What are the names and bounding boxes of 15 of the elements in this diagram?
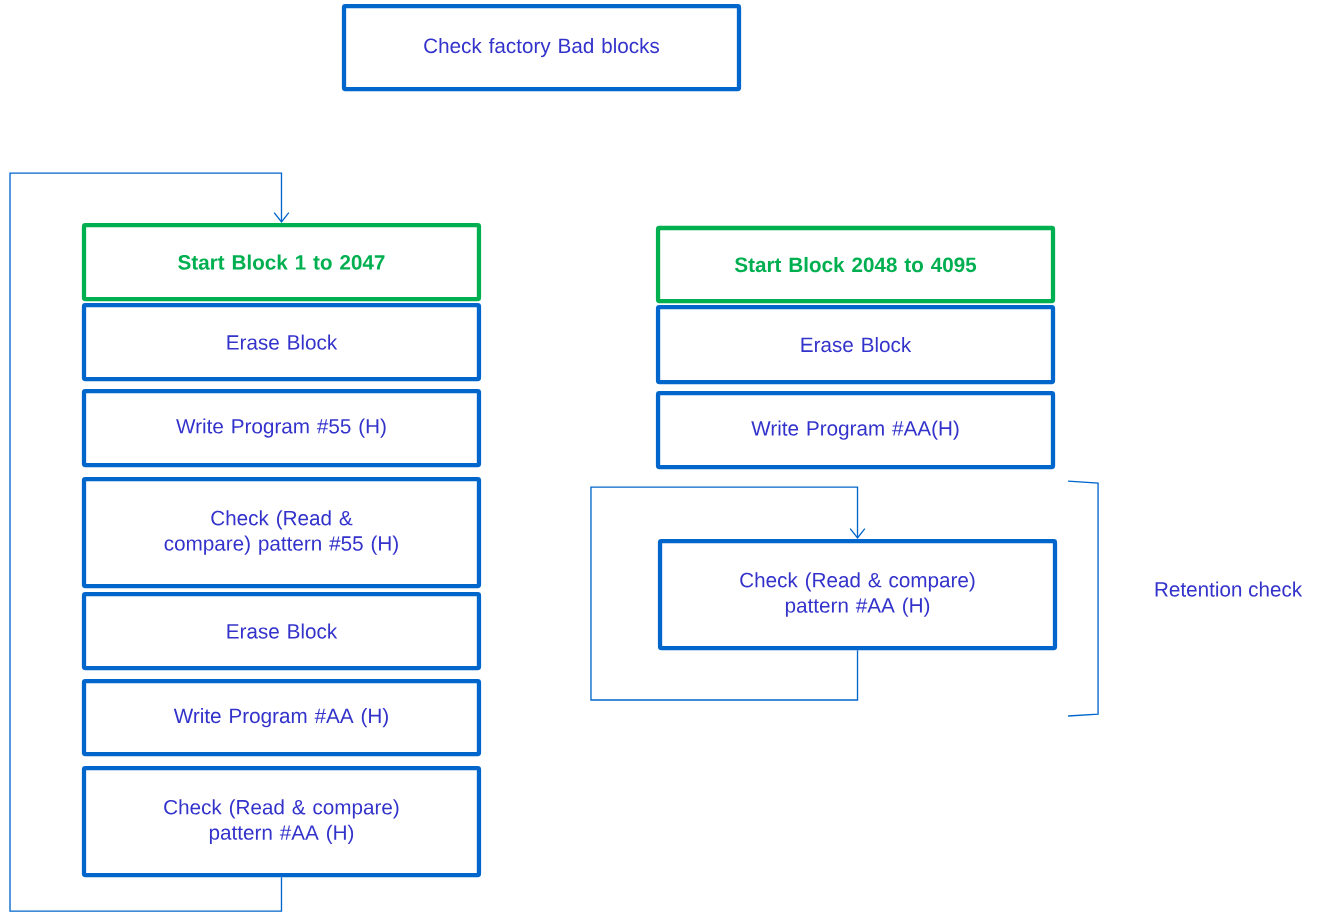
process-box: Erase Block xyxy=(81,591,482,671)
process-box: Write Program #AA (H) xyxy=(81,678,482,757)
process-box: Check (Read & compare) pattern #AA (H) xyxy=(657,538,1058,651)
arrow xyxy=(9,172,290,912)
start-box: Start Block 1 to 2047 xyxy=(81,222,482,302)
start-box: Start Block 2048 to 4095 xyxy=(655,225,1056,304)
process-box: Check (Read & compare) pattern #55 (H) xyxy=(81,476,482,589)
process-box: Erase Block xyxy=(81,302,482,382)
process-box: Write Program #AA(H) xyxy=(655,390,1056,470)
process-box: Erase Block xyxy=(655,304,1056,385)
process-box: Check (Read & compare) pattern #AA (H) xyxy=(81,766,482,878)
arrow xyxy=(590,486,866,701)
process-box: Check factory Bad blocks xyxy=(341,3,742,92)
bracket-label: Retention check xyxy=(1155,581,1303,597)
process-box: Write Program #55 (H) xyxy=(81,388,482,468)
